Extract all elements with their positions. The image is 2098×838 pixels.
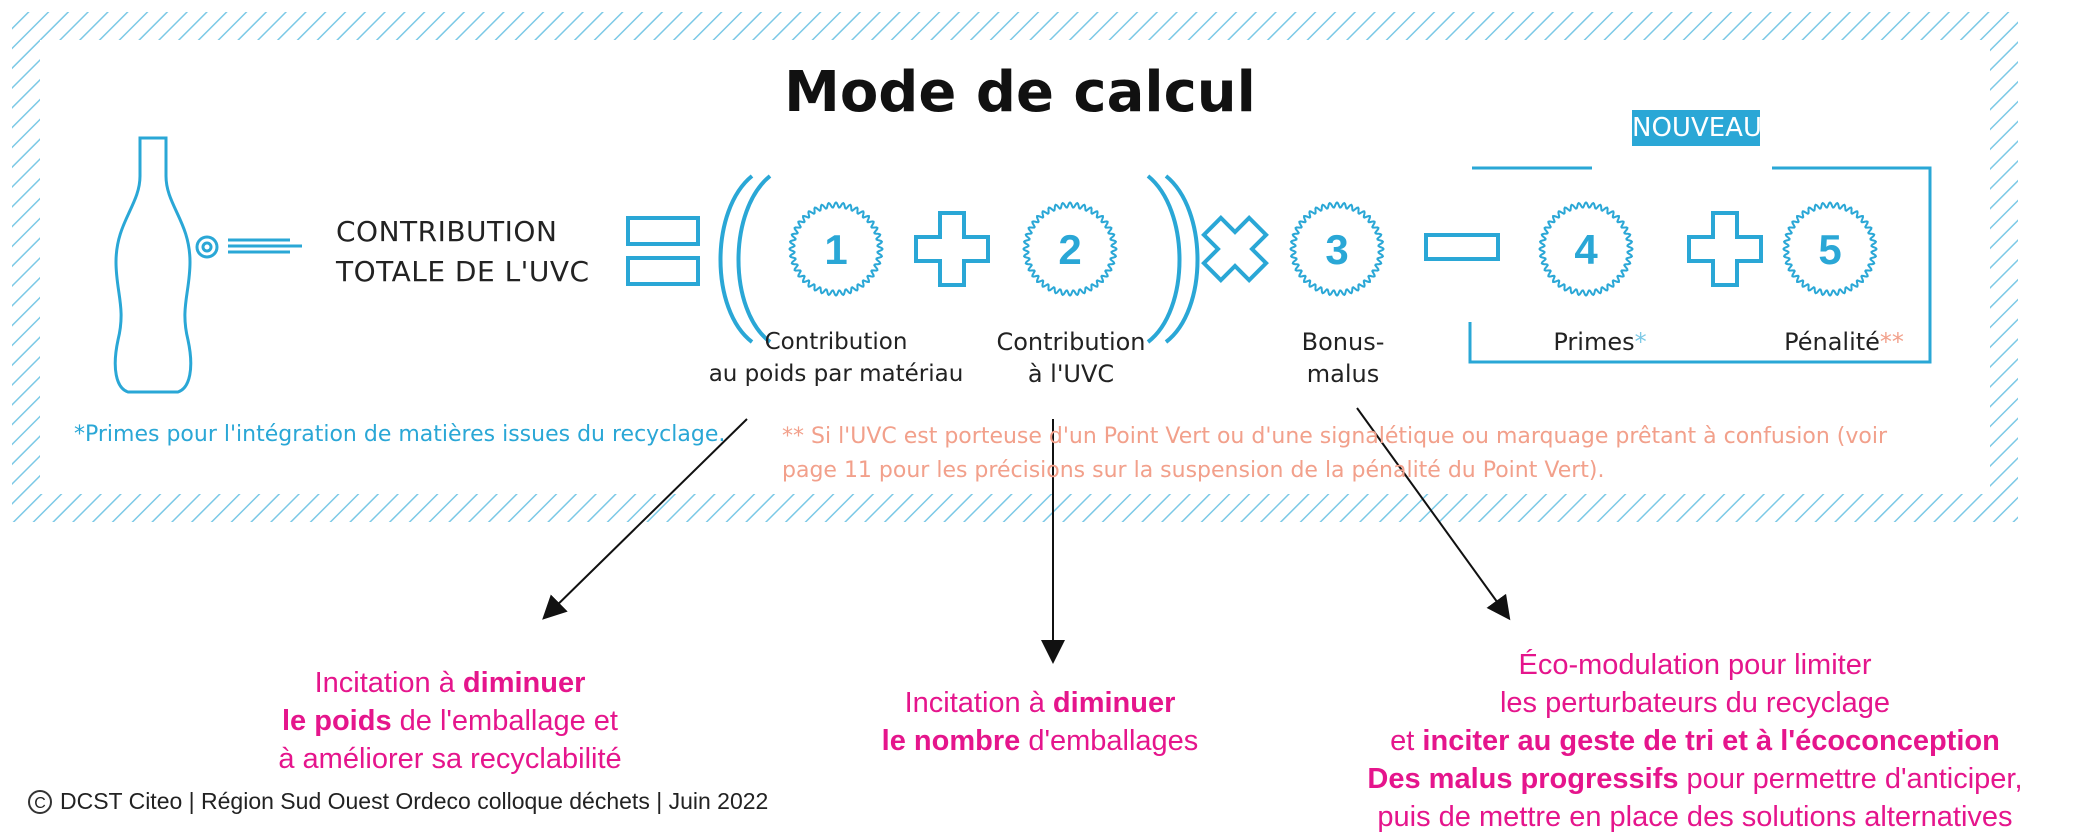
circle-3-number: 3: [1325, 226, 1348, 273]
note-middle-l1a: Incitation à: [904, 687, 1053, 719]
caption-3-line2: malus: [1306, 360, 1380, 388]
nouveau-badge: NOUVEAU: [1632, 110, 1762, 146]
note-right-l4b: pour permettre d'anticiper,: [1678, 763, 2023, 795]
caption-4-text: Primes: [1553, 328, 1635, 356]
equals-sign: [626, 216, 700, 286]
caption-4: Primes*: [1510, 326, 1690, 358]
note-right-line5: puis de mettre en place des solutions al…: [1377, 801, 2013, 833]
footnote-penalite-line1: ** Si l'UVC est porteuse d'un Point Vert…: [782, 420, 1942, 454]
footnote-penalite-text1: Si l'UVC est porteuse d'un Point Vert ou…: [804, 424, 1888, 449]
footnote-primes: *Primes pour l'intégration de matières i…: [74, 422, 726, 447]
contribution-totale-label: CONTRIBUTION TOTALE DE L'UVC: [336, 212, 590, 292]
caption-5-mark: **: [1879, 328, 1904, 356]
note-middle: Incitation à diminuer le nombre d'emball…: [800, 684, 1280, 760]
note-middle-l2b: d'emballages: [1020, 725, 1199, 757]
note-right-l3b: inciter au geste de tri et à l'écoconcep…: [1422, 725, 2000, 757]
multiply-sign: [1201, 215, 1269, 283]
note-right-line2: les perturbateurs du recyclage: [1499, 687, 1891, 719]
footer: C DCST Citeo | Région Sud Ouest Ordeco c…: [28, 788, 768, 815]
note-right-l3a: et: [1390, 725, 1423, 757]
note-left: Incitation à diminuer le poids de l'emba…: [200, 664, 700, 778]
minus-sign: [1424, 233, 1500, 261]
note-middle-l2a: le nombre: [881, 725, 1021, 757]
caption-2: Contribution à l'UVC: [966, 326, 1176, 390]
note-middle-line2: le nombre d'emballages: [800, 722, 1280, 760]
bottle-icon: [113, 136, 302, 394]
arrow-left: [542, 418, 748, 620]
caption-5: Pénalité**: [1754, 326, 1934, 358]
circle-5-number: 5: [1818, 226, 1841, 273]
footnote-penalite-line2: page 11 pour les précisions sur la suspe…: [782, 458, 1605, 483]
plus-sign-1: [914, 211, 990, 287]
contribution-label-line2: TOTALE DE L'UVC: [336, 255, 590, 288]
caption-3-line1: Bonus-: [1301, 328, 1385, 356]
contribution-label-line1: CONTRIBUTION: [336, 215, 558, 248]
caption-3: Bonus- malus: [1276, 326, 1410, 390]
note-left-l2a: le poids: [282, 705, 392, 737]
note-right-l4a: Des malus progressifs: [1367, 763, 1679, 795]
note-right-line3: et inciter au geste de tri et à l'écocon…: [1300, 722, 2090, 760]
circle-1-number: 1: [824, 226, 847, 273]
caption-1: Contribution au poids par matériau: [706, 326, 966, 390]
circle-3: [1289, 201, 1385, 297]
copyright-icon: C: [28, 789, 52, 814]
circle-5: [1782, 201, 1878, 297]
arrow-right: [1356, 407, 1511, 621]
caption-2-line2: à l'UVC: [1027, 360, 1115, 388]
footnote-penalite-mark: **: [782, 424, 804, 449]
note-left-l1a: Incitation à: [314, 667, 463, 699]
caption-1-line2: au poids par matériau: [708, 361, 964, 387]
new-terms-bracket: [1468, 166, 1932, 364]
note-left-line2: le poids de l'emballage et: [200, 702, 700, 740]
note-left-l1b: diminuer: [462, 667, 586, 699]
note-right-line1: Éco-modulation pour limiter: [1518, 649, 1872, 681]
note-middle-l1b: diminuer: [1052, 687, 1176, 719]
right-parenthesis: [1146, 174, 1200, 344]
plus-sign-2: [1687, 211, 1763, 287]
circle-2-number: 2: [1058, 226, 1081, 273]
circle-4: [1538, 201, 1634, 297]
footnote-penalite: ** Si l'UVC est porteuse d'un Point Vert…: [782, 420, 1942, 488]
left-parenthesis: [718, 174, 772, 344]
note-left-l2b: de l'emballage et: [391, 705, 618, 737]
note-left-line3: à améliorer sa recyclabilité: [278, 743, 622, 775]
note-right: Éco-modulation pour limiter les perturba…: [1300, 646, 2090, 836]
footer-text: DCST Citeo | Région Sud Ouest Ordeco col…: [60, 788, 769, 814]
caption-1-line1: Contribution: [764, 329, 908, 355]
page-title: Mode de calcul: [784, 60, 1256, 125]
caption-5-text: Pénalité: [1784, 328, 1880, 356]
note-right-line4: Des malus progressifs pour permettre d'a…: [1300, 760, 2090, 798]
circle-4-number: 4: [1574, 226, 1598, 273]
note-middle-line1: Incitation à diminuer: [800, 684, 1280, 722]
note-left-line1: Incitation à diminuer: [200, 664, 700, 702]
caption-4-mark: *: [1634, 328, 1647, 356]
circle-1: [788, 201, 884, 297]
circle-2: [1022, 201, 1118, 297]
caption-2-line1: Contribution: [996, 328, 1146, 356]
